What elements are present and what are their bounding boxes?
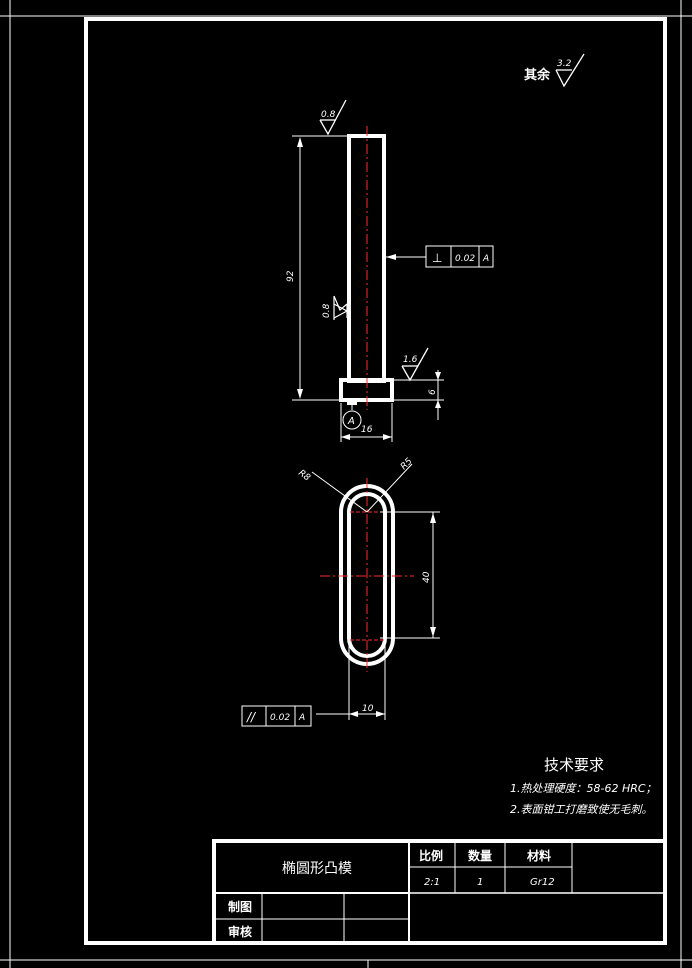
roughness-side-value: 0.8: [322, 303, 332, 318]
header-quantity: 数量: [468, 848, 492, 863]
roughness-side-icon: [333, 295, 348, 311]
datum-circle: [342, 410, 362, 430]
label-drawn-by: 制图: [228, 899, 252, 914]
radius-outer-text: R8: [296, 468, 312, 483]
radius-inner-text: R5: [399, 456, 415, 472]
datum-label: A: [347, 416, 355, 427]
dim-slot-width-text: 10: [362, 704, 374, 714]
value-material: Gr12: [530, 877, 555, 888]
radius-outer-leader: [311, 471, 368, 513]
label-checked-by: 审核: [228, 924, 252, 939]
technical-notes: 技术要求 1.热处理硬度：58-62 HRC； 2.表面钳工打磨致使无毛刺。: [510, 756, 657, 816]
part-name: 椭圆形凸模: [282, 861, 352, 877]
roughness-default: 其余 3.2: [524, 53, 585, 88]
notes-item-2: 2.表面钳工打磨致使无毛刺。: [510, 803, 653, 816]
value-scale: 2:1: [424, 877, 440, 888]
datum-triangle: [347, 400, 357, 405]
header-material: 材料: [526, 848, 551, 863]
tol-parallel-value: 0.02: [270, 713, 290, 723]
dim-height-text: 6: [428, 389, 438, 395]
dim-diameter-text: 16: [361, 425, 373, 435]
radius-inner-leader: [366, 463, 413, 513]
notes-item-1: 1.热处理硬度：58-62 HRC；: [510, 782, 657, 795]
tol-parallel-icon: //: [246, 710, 257, 724]
tol-perpendicular-value: 0.02: [455, 254, 475, 264]
roughness-step-value: 1.6: [403, 355, 418, 365]
tol-perpendicular-datum: A: [482, 254, 489, 264]
header-scale: 比例: [419, 848, 443, 863]
tol-parallel-frame: [241, 705, 312, 727]
tol-perpendicular-icon: ⊥: [432, 251, 442, 265]
value-quantity: 1: [477, 877, 483, 888]
roughness-top-value: 0.8: [321, 110, 336, 120]
dim-slot-length-text: 40: [422, 571, 432, 583]
notes-title: 技术要求: [544, 756, 604, 774]
tol-parallel-datum: A: [298, 713, 305, 723]
roughness-default-label: 其余: [524, 67, 551, 83]
front-view: 0.8 92 0.8 ⊥ 0.02 A 1.6: [286, 99, 494, 442]
roughness-top-icon: [319, 99, 347, 136]
roughness-default-value: 3.2: [557, 59, 572, 69]
title-block: [212, 839, 667, 945]
roughness-default-icon: [555, 53, 585, 88]
top-view: R8 R5 40 10 // 0.02 A: [241, 456, 440, 727]
tol-perpendicular-frame: [425, 245, 494, 268]
dim-length-text: 92: [286, 270, 296, 282]
